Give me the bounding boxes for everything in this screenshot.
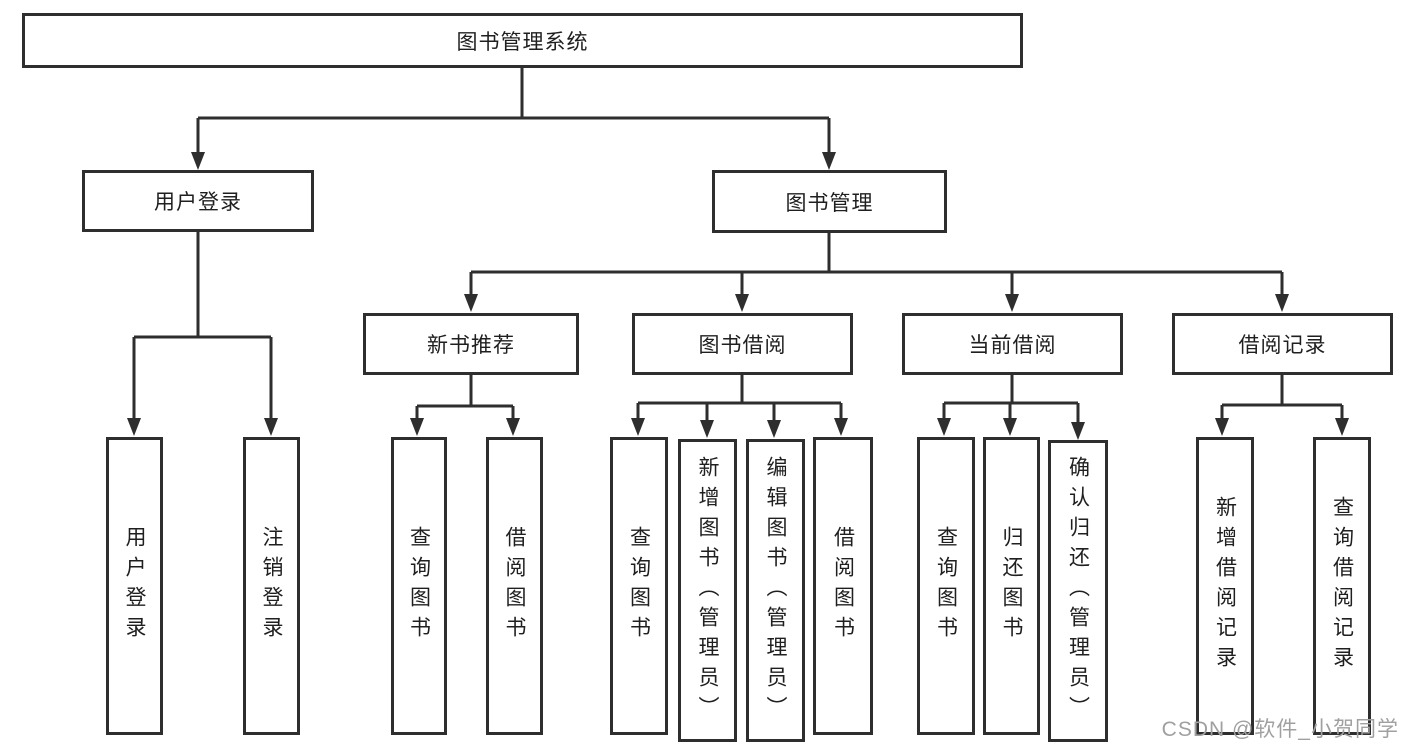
watermark: CSDN @软件_小贺同学 (1161, 718, 1399, 741)
leaf-return-books: 归还图书 (983, 437, 1040, 735)
leaf-query-books-recommend: 查询图书 (391, 437, 447, 735)
arrowheads (127, 152, 1349, 440)
leaf-query-books-borrow-label: 查询图书 (627, 526, 651, 646)
leaf-user-login: 用户登录 (106, 437, 163, 735)
node-book-borrow: 图书借阅 (632, 313, 853, 375)
leaf-add-borrow-record: 新增借阅记录 (1196, 437, 1254, 735)
leaf-query-books-borrow: 查询图书 (610, 437, 668, 735)
leaf-borrow-books: 借阅图书 (813, 437, 873, 735)
node-user-login-label: 用户登录 (154, 191, 242, 214)
leaf-user-login-label: 用户登录 (123, 526, 146, 646)
node-current-borrow: 当前借阅 (902, 313, 1123, 375)
leaf-query-books-recommend-label: 查询图书 (407, 526, 431, 646)
node-book-management: 图书管理 (712, 170, 947, 233)
node-user-login: 用户登录 (82, 170, 314, 232)
leaf-query-borrow-record: 查询借阅记录 (1313, 437, 1371, 735)
leaf-add-borrow-record-label: 新增借阅记录 (1213, 496, 1237, 676)
node-root: 图书管理系统 (22, 13, 1023, 68)
leaf-confirm-return-admin-label: 确认归还（管理员） (1066, 456, 1090, 726)
leaf-query-books-current: 查询图书 (917, 437, 975, 735)
leaf-query-books-current-label: 查询图书 (934, 526, 958, 646)
node-root-label: 图书管理系统 (456, 30, 589, 54)
node-book-borrow-label: 图书借阅 (698, 334, 787, 357)
leaf-logout: 注销登录 (243, 437, 300, 735)
node-borrow-records-label: 借阅记录 (1238, 334, 1327, 357)
leaf-logout-label: 注销登录 (260, 526, 283, 646)
leaf-query-borrow-record-label: 查询借阅记录 (1330, 496, 1354, 676)
leaf-return-books-label: 归还图书 (1000, 526, 1023, 646)
leaf-edit-books-admin-label: 编辑图书（管理员） (764, 455, 787, 726)
leaf-borrow-books-recommend-label: 借阅图书 (503, 526, 526, 646)
leaf-borrow-books-recommend: 借阅图书 (486, 437, 543, 735)
leaf-add-books-admin-label: 新增图书（管理员） (696, 455, 719, 726)
node-borrow-records: 借阅记录 (1172, 313, 1393, 375)
leaf-add-books-admin: 新增图书（管理员） (678, 439, 737, 742)
node-book-management-label: 图书管理 (785, 191, 874, 215)
node-current-borrow-label: 当前借阅 (968, 334, 1057, 357)
leaf-confirm-return-admin: 确认归还（管理员） (1048, 440, 1108, 742)
leaf-borrow-books-label: 借阅图书 (831, 526, 855, 646)
leaf-edit-books-admin: 编辑图书（管理员） (746, 439, 805, 742)
node-new-book-recommend: 新书推荐 (363, 313, 579, 375)
node-new-book-recommend-label: 新书推荐 (427, 334, 515, 357)
